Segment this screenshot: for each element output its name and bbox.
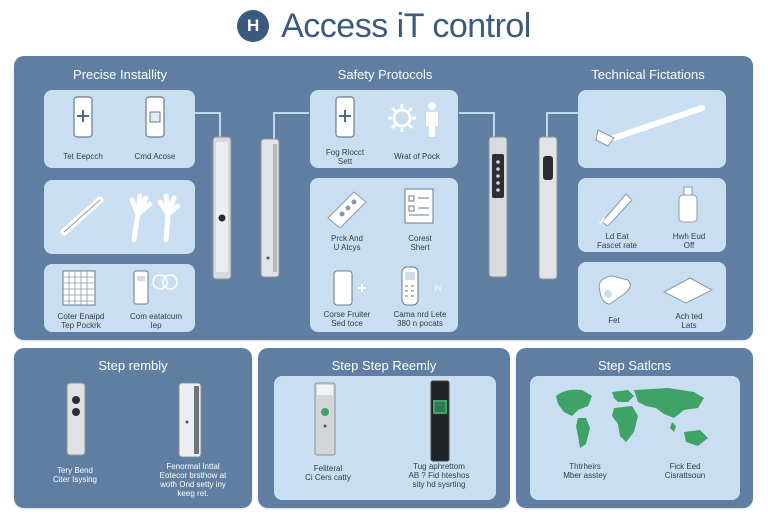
connector-line xyxy=(546,112,548,152)
card-label: Tet Eepcch xyxy=(63,152,103,161)
card-label: Fet xyxy=(608,316,620,325)
logo-icon: H xyxy=(237,10,270,42)
access-reader-device xyxy=(212,136,232,280)
reader-two-dots-icon xyxy=(66,382,86,456)
phone-plus-icon xyxy=(335,96,355,138)
card-safety-2: Prck And U Atcys Corest Shert Is Corse F… xyxy=(310,178,458,332)
card-label: Corse Fruiter Sed toce xyxy=(323,310,371,328)
phone-screen-icon xyxy=(145,96,165,138)
card-technical-2: Ld Eat Fascet rate Hwh Eud Off xyxy=(578,178,726,252)
panel-label: Tery Bend Citer Isysing xyxy=(52,466,97,484)
card-label: Ach ted Lats xyxy=(675,312,703,330)
card-label: Ld Eat Fascet rate xyxy=(596,232,637,250)
wrench-pole-icon xyxy=(595,105,705,147)
bottle-icon xyxy=(678,186,698,223)
grid-panel-icon xyxy=(62,270,96,306)
card-label: Cmd Acose xyxy=(134,152,176,161)
checklist-icon xyxy=(404,188,434,224)
wand-tool-icon xyxy=(60,196,104,236)
panel-label: Tug aphrettom AB ? Fid hteshos sity hd s… xyxy=(408,462,470,489)
bottom-panel-title: Step Step Reemly xyxy=(331,358,437,373)
page-title: Access iT control xyxy=(281,6,531,45)
reader-dark-icon xyxy=(430,380,450,462)
connector-line xyxy=(459,112,495,114)
card-technical-3: Fet Ach ted Lats xyxy=(578,262,726,332)
reader-green-icon xyxy=(314,382,336,456)
phone-plus-icon xyxy=(73,96,93,138)
card-safety-1: Fog Rlocct Sett Wrat of Pock xyxy=(310,90,458,168)
card-label: Com eatatcum Iep xyxy=(129,312,183,330)
bottom-panel-1 xyxy=(14,348,252,508)
card-label: Coter Enaipd Tep Pockrk xyxy=(57,312,105,330)
column-title-safety: Safety Protocols xyxy=(337,67,433,82)
card-label: Wrat of Pock xyxy=(394,152,440,161)
card-label: Prck And U Atcys xyxy=(330,234,363,252)
access-reader-device xyxy=(260,138,280,278)
card-label: Is xyxy=(434,283,442,293)
keypad-reader-device xyxy=(488,136,508,278)
panel-inner-card: Feliteral Ci Cers catty Tug aphrettom AB… xyxy=(274,376,496,500)
card-install-1: Tet Eepcch Cmd Acose xyxy=(44,90,195,168)
card-install-3: Coter Enaipd Tep Pockrk Com eatatcum Iep xyxy=(44,264,195,332)
pen-tool-icon xyxy=(599,193,633,226)
key-tag-icon xyxy=(598,275,631,305)
card-install-2 xyxy=(44,180,195,254)
card-label: Fog Rlocct Sett xyxy=(325,148,365,166)
perforated-plate-icon xyxy=(327,191,367,228)
card-label: Corest Shert xyxy=(408,234,432,252)
panel-label: Fenormal Inttal Eotecor brsthow at woth … xyxy=(159,462,227,498)
panel-inner-card: Thtrheirs Mber asstey Fick Eed Cisrattso… xyxy=(530,376,740,500)
column-title-installity: Precise Installity xyxy=(73,67,167,82)
connector-line xyxy=(273,112,309,114)
card-label: Cama nrd Lete 380 n pocats xyxy=(393,310,447,328)
connector-line xyxy=(493,112,495,152)
bottom-panel-title: Step Satlcns xyxy=(598,358,671,373)
remote-rings-icon xyxy=(133,270,178,305)
handset-icon xyxy=(401,266,419,306)
card-label: Hwh Eud Off xyxy=(672,232,706,250)
gloves-icon xyxy=(129,193,181,242)
sheet-icon xyxy=(662,277,714,304)
gear-person-icon xyxy=(388,102,438,137)
header: H Access iT control xyxy=(0,0,768,52)
card-technical-1 xyxy=(578,90,726,168)
bottom-panel-title: Step rembly xyxy=(98,358,168,373)
connector-line xyxy=(219,112,221,152)
reader-slim-icon xyxy=(178,382,202,458)
world-map-icon xyxy=(556,388,708,448)
panel-label: Thtrheirs Mber asstey xyxy=(563,462,607,480)
access-reader-device xyxy=(538,136,558,280)
connector-line xyxy=(195,112,221,114)
phone-plus-icon xyxy=(333,270,366,306)
column-title-technical: Technical Fictations xyxy=(591,67,705,82)
connector-line xyxy=(273,112,275,152)
panel-label: Feliteral Ci Cers catty xyxy=(305,464,351,482)
panel-label: Fick Eed Cisrattsoun xyxy=(664,462,706,480)
connector-line xyxy=(546,112,578,114)
